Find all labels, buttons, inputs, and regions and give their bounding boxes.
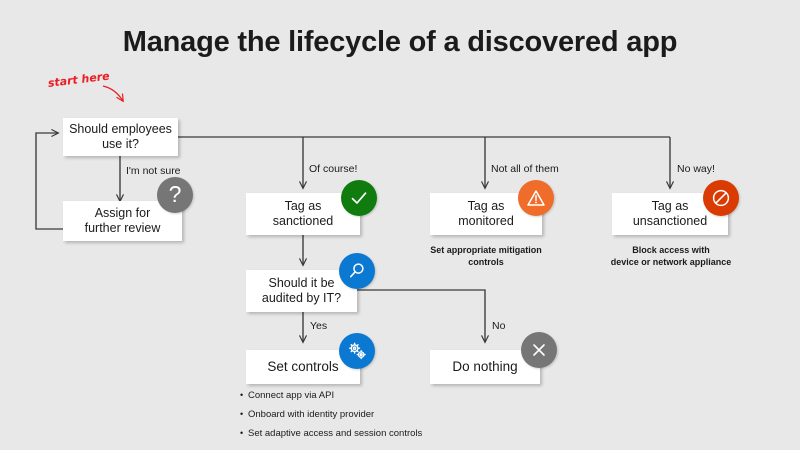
node-label: Do nothing xyxy=(452,358,518,374)
question-badge: ? xyxy=(157,177,193,213)
prohibition-icon xyxy=(712,189,730,207)
list-item: • Set adaptive access and session contro… xyxy=(240,427,490,439)
start-here-annotation: start here xyxy=(47,69,111,90)
edge-label-no-way: No way! xyxy=(677,163,715,175)
node-should-it-be-audited-by-it[interactable]: Should it be audited by IT? xyxy=(246,270,357,312)
check-badge xyxy=(341,180,377,216)
edge-label-no: No xyxy=(492,320,506,332)
page-title: Manage the lifecycle of a discovered app xyxy=(122,26,678,58)
warning-triangle-icon xyxy=(527,190,545,206)
edge-label-im-not-sure: I'm not sure xyxy=(126,165,181,177)
node-label: Set controls xyxy=(267,358,339,374)
bullet-dot-icon: • xyxy=(240,427,244,438)
caption-monitored: Set appropriate mitigation controls xyxy=(430,245,542,268)
edge-label-of-course: Of course! xyxy=(309,163,358,175)
bullet-dot-icon: • xyxy=(240,408,244,419)
bullet-dot-icon: • xyxy=(240,390,244,400)
node-should-employees-use-it[interactable]: Should employees use it? xyxy=(63,118,178,156)
magnifier-icon xyxy=(350,263,364,278)
node-label: Assign for further review xyxy=(84,205,161,235)
check-icon xyxy=(351,192,367,204)
block-badge xyxy=(703,180,739,216)
list-item-label: Set adaptive access and session controls xyxy=(248,427,423,439)
warning-badge xyxy=(518,180,554,216)
gears-icon xyxy=(348,342,366,359)
node-label: Tag as sanctioned xyxy=(272,198,334,228)
edge-label-not-all-of-them: Not all of them xyxy=(491,163,559,175)
node-label: Tag as unsanctioned xyxy=(632,198,708,228)
audit-badge xyxy=(339,253,375,289)
list-item: • Connect app via API xyxy=(240,390,490,401)
node-assign-for-further-review[interactable]: Assign for further review xyxy=(63,201,182,241)
list-item-label: Connect app via API xyxy=(248,390,335,401)
set-controls-bullet-list: • Connect app via API • Onboard with ide… xyxy=(240,390,490,448)
caption-unsanctioned: Block access with device or network appl… xyxy=(610,245,732,268)
node-label: Tag as monitored xyxy=(458,198,514,228)
controls-badge xyxy=(339,333,375,369)
list-item-label: Onboard with identity provider xyxy=(248,408,375,420)
list-item: • Onboard with identity provider xyxy=(240,408,490,420)
close-badge xyxy=(521,332,557,368)
close-x-icon xyxy=(533,344,545,356)
edge-label-yes: Yes xyxy=(310,320,328,332)
node-label: Should it be audited by IT? xyxy=(261,275,342,305)
question-icon: ? xyxy=(168,181,182,207)
node-label: Should employees use it? xyxy=(69,121,172,151)
